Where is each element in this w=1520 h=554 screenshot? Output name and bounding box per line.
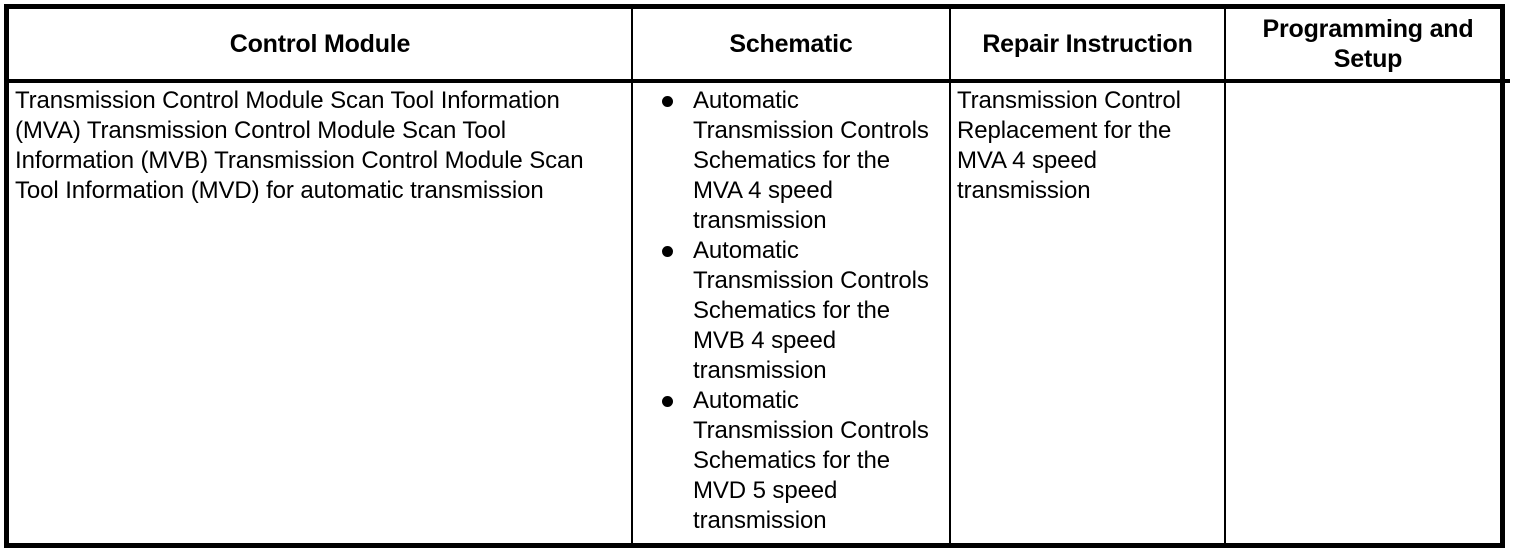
table-header-row: Control Module Schematic Repair Instruct… xyxy=(9,9,1510,83)
column-header-programming-and-setup: Programming and Setup xyxy=(1225,9,1510,83)
control-module-table: Control Module Schematic Repair Instruct… xyxy=(4,4,1510,548)
cell-control-module: Transmission Control Module Scan Tool In… xyxy=(9,81,633,543)
column-header-control-module: Control Module xyxy=(9,9,633,83)
table-row: Transmission Control Module Scan Tool In… xyxy=(9,81,1510,543)
column-header-repair-instruction: Repair Instruction xyxy=(950,9,1226,83)
table-body: Transmission Control Module Scan Tool In… xyxy=(9,81,1510,543)
control-module-text: Transmission Control Module Scan Tool In… xyxy=(15,87,584,204)
list-item: Automatic Transmission Controls Schemati… xyxy=(639,86,943,236)
list-item-label: Automatic Transmission Controls Schemati… xyxy=(693,237,929,384)
list-item-label: Automatic Transmission Controls Schemati… xyxy=(693,87,929,234)
bullet-icon xyxy=(662,246,673,257)
schematic-bullet-list: Automatic Transmission Controls Schemati… xyxy=(639,86,947,536)
list-item: Automatic Transmission Controls Schemati… xyxy=(639,236,943,386)
list-item-label: Automatic Transmission Controls Schemati… xyxy=(693,387,929,534)
table: Control Module Schematic Repair Instruct… xyxy=(9,9,1510,543)
column-header-schematic: Schematic xyxy=(632,9,951,83)
table-header: Control Module Schematic Repair Instruct… xyxy=(9,9,1510,83)
bullet-icon xyxy=(662,96,673,107)
cell-schematic: Automatic Transmission Controls Schemati… xyxy=(632,81,951,543)
list-item: Automatic Transmission Controls Schemati… xyxy=(639,386,943,536)
cell-repair-instruction: Transmission Control Replacement for the… xyxy=(950,81,1226,543)
bullet-icon xyxy=(662,396,673,407)
repair-instruction-text: Transmission Control Replacement for the… xyxy=(957,87,1181,204)
cell-programming-and-setup xyxy=(1225,81,1510,543)
